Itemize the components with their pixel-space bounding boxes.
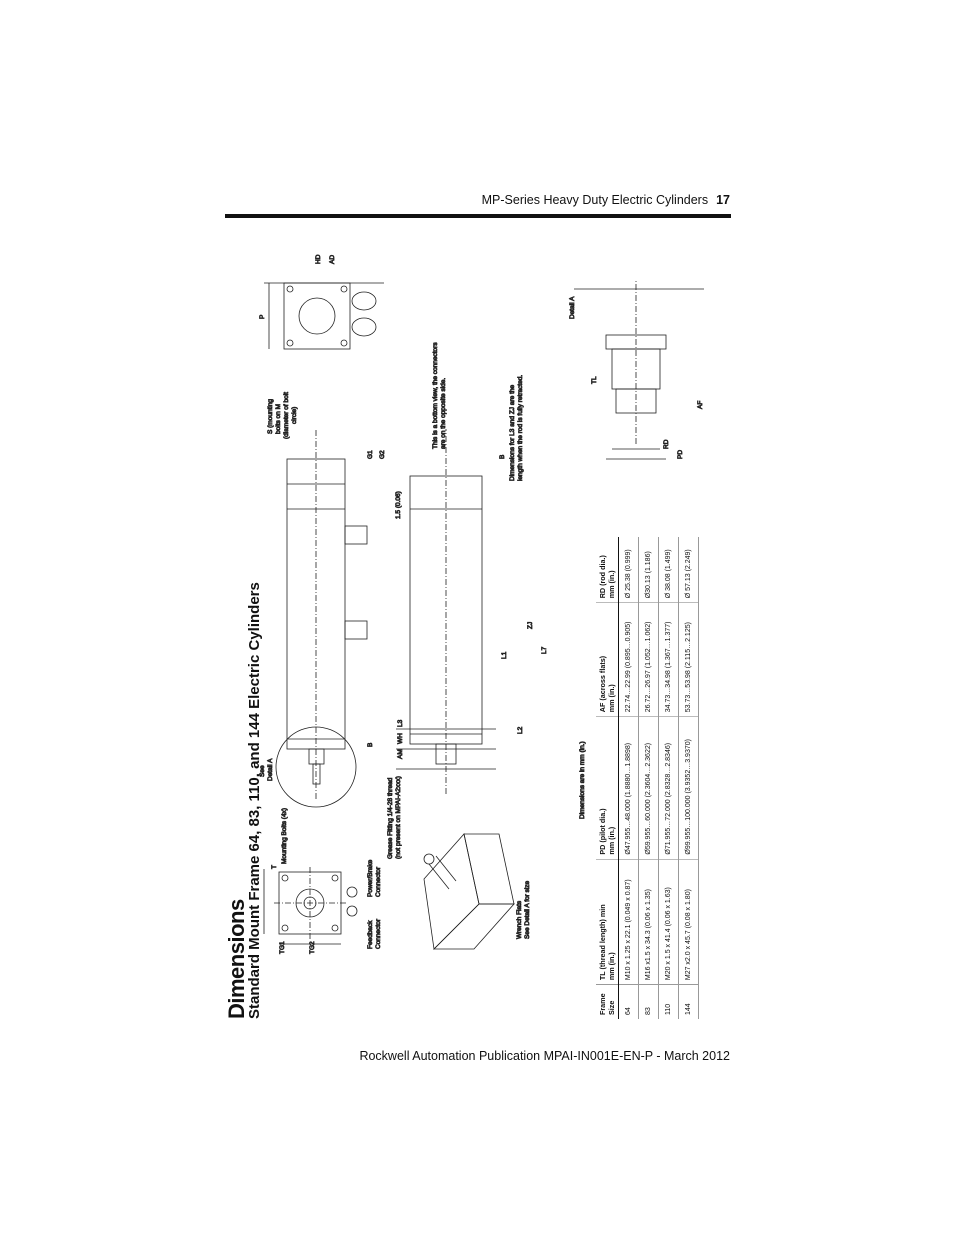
- label-l7: L7: [541, 646, 548, 654]
- label-see-detail-a: Detail A: [267, 758, 274, 781]
- label-s-2: bolts on M: [275, 404, 282, 434]
- page-number: 17: [716, 193, 730, 207]
- label-b-1: B: [367, 743, 374, 747]
- table-row: 110 M20 x 1.5 x 41.4 (0.06 x 1.63) Ø71.9…: [658, 537, 679, 1019]
- label-dim-15: 1.5 (0.06): [395, 491, 402, 519]
- label-power-brake: Power/Brake: [367, 859, 374, 897]
- label-am: AM: [397, 749, 404, 759]
- cell-af: 26.72…26.97 (1.052…1.062): [638, 602, 659, 717]
- note-bottom-2: are on the opposite side.: [440, 378, 447, 449]
- label-hd: HD: [315, 254, 322, 264]
- col-af: AF (across flats)mm (in.): [596, 602, 619, 717]
- note-bottom-1: This is a bottom view, the connectors: [432, 342, 439, 449]
- cell-rd: Ø 57.13 (2.249): [678, 537, 699, 603]
- cell-frame: 110: [658, 984, 679, 1019]
- header-title: MP-Series Heavy Duty Electric Cylinders: [481, 193, 709, 207]
- label-rd: RD: [663, 439, 670, 449]
- label-p: P: [259, 315, 266, 319]
- table-row: 83 M16 x1.5 x 34.3 (0.06 x 1.35) Ø59.955…: [638, 537, 659, 1019]
- note-dims-2: length when the rod is fully retracted.: [517, 375, 524, 481]
- label-pd: PD: [677, 450, 684, 459]
- dimension-drawings: TG1 TG2 T Mounting Bolts (4x) Power/Brak…: [259, 254, 705, 954]
- label-feedback-connector: Connector: [375, 918, 382, 949]
- col-af-line2: mm (in.): [607, 684, 616, 713]
- cell-tl: M20 x 1.5 x 41.4 (0.06 x 1.63): [658, 859, 679, 985]
- label-grease-2: (not present on MPAI-A2xxx): [395, 776, 402, 859]
- cell-tl: M10 x 1.25 x 22.1 (0.049 x 0.87): [618, 859, 639, 985]
- cell-pd: Ø99.955…100.000 (3.9352…3.9370): [678, 716, 699, 860]
- table-row: 64 M10 x 1.25 x 22.1 (0.049 x 0.87) Ø47.…: [618, 537, 639, 1019]
- cell-rd: Ø 25.38 (0.999): [618, 537, 639, 603]
- col-pd: PD (pilot dia.)mm (in.): [596, 716, 619, 860]
- col-frame-size-line2: Size: [607, 1000, 616, 1015]
- running-header: MP-Series Heavy Duty Electric Cylinders 1…: [0, 193, 730, 207]
- detail-a-view: [574, 279, 704, 460]
- label-b-2: B: [499, 455, 506, 459]
- cell-rd: Ø30.13 (1.186): [638, 537, 659, 603]
- footer-text: Rockwell Automation Publication MPAI-IN0…: [359, 1049, 730, 1063]
- cell-pd: Ø59.955…60.000 (2.3604…2.3622): [638, 716, 659, 860]
- label-l3: L3: [397, 719, 404, 727]
- col-rd-line1: RD (rod dia.): [598, 555, 607, 599]
- rotated-content: Dimensions Standard Mount Frame 64, 83, …: [224, 239, 730, 1049]
- label-g2: G2: [379, 450, 386, 459]
- table-row: 144 M27 x2.0 x 45.7 (0.08 x 1.80) Ø99.95…: [678, 537, 699, 1019]
- label-see: See: [259, 765, 266, 777]
- label-ad: AD: [329, 255, 336, 264]
- col-tl-line2: mm (in.): [607, 952, 616, 981]
- note-dims-1: Dimensions for L3 and ZJ are the: [509, 385, 516, 481]
- label-s-1: S (mounting: [267, 399, 274, 434]
- label-zj: ZJ: [527, 622, 534, 629]
- label-tg1: TG1: [279, 941, 286, 954]
- col-pd-line2: mm (in.): [607, 826, 616, 855]
- label-g1: G1: [367, 450, 374, 459]
- cell-tl: M16 x1.5 x 34.3 (0.06 x 1.35): [638, 859, 659, 985]
- cell-frame: 64: [618, 984, 639, 1019]
- side-view: [275, 429, 368, 808]
- col-tl-line1: TL (thread length) min: [598, 904, 607, 981]
- label-wrench-1: Wrench Flats: [516, 900, 523, 939]
- dims-note: Dimensions are in mm (in.): [579, 741, 586, 819]
- label-af: AF: [697, 401, 704, 409]
- label-wh: WH: [397, 733, 404, 744]
- label-l2: L2: [517, 726, 524, 734]
- isometric-view: [423, 833, 515, 950]
- end-view: [264, 282, 384, 350]
- label-tl: TL: [591, 376, 598, 384]
- label-tg2: TG2: [309, 941, 316, 954]
- front-view: [263, 867, 358, 945]
- label-power-brake-connector: Connector: [375, 866, 382, 897]
- label-s-3: (diameter of bolt: [283, 392, 290, 439]
- cell-af: 22.74…22.99 (0.895…0.905): [618, 602, 639, 717]
- cell-frame: 144: [678, 984, 699, 1019]
- cell-af: 34.73…34.98 (1.367…1.377): [658, 602, 679, 717]
- label-mounting-bolts: Mounting Bolts (4x): [281, 808, 288, 864]
- bottom-view: [396, 429, 496, 794]
- col-pd-line1: PD (pilot dia.): [598, 808, 607, 855]
- col-rd-line2: mm (in.): [607, 570, 616, 599]
- label-l1: L1: [501, 651, 508, 659]
- col-frame-size-line1: Frame: [598, 993, 607, 1015]
- label-detail-a: Detail A: [569, 296, 576, 319]
- label-feedback: Feedback: [367, 920, 374, 949]
- cell-tl: M27 x2.0 x 45.7 (0.08 x 1.80): [678, 859, 699, 985]
- cell-frame: 83: [638, 984, 659, 1019]
- col-af-line1: AF (across flats): [598, 655, 607, 713]
- col-rd: RD (rod dia.)mm (in.): [596, 537, 619, 603]
- label-wrench-2: See Detail A for size: [524, 880, 531, 939]
- header-rule: [225, 214, 731, 218]
- cell-rd: Ø 38.08 (1.499): [658, 537, 679, 603]
- label-s-4: circle): [291, 407, 298, 424]
- cell-pd: Ø71.955…72.000 (2.8328…2.8346): [658, 716, 679, 860]
- cell-af: 53.73…53.98 (2.115…2.125): [678, 602, 699, 717]
- label-t: T: [271, 865, 278, 869]
- cell-pd: Ø47.955…48.000 (1.8880…1.8898): [618, 716, 639, 860]
- label-grease-1: Grease Fitting 1/4-28 thread: [387, 777, 394, 859]
